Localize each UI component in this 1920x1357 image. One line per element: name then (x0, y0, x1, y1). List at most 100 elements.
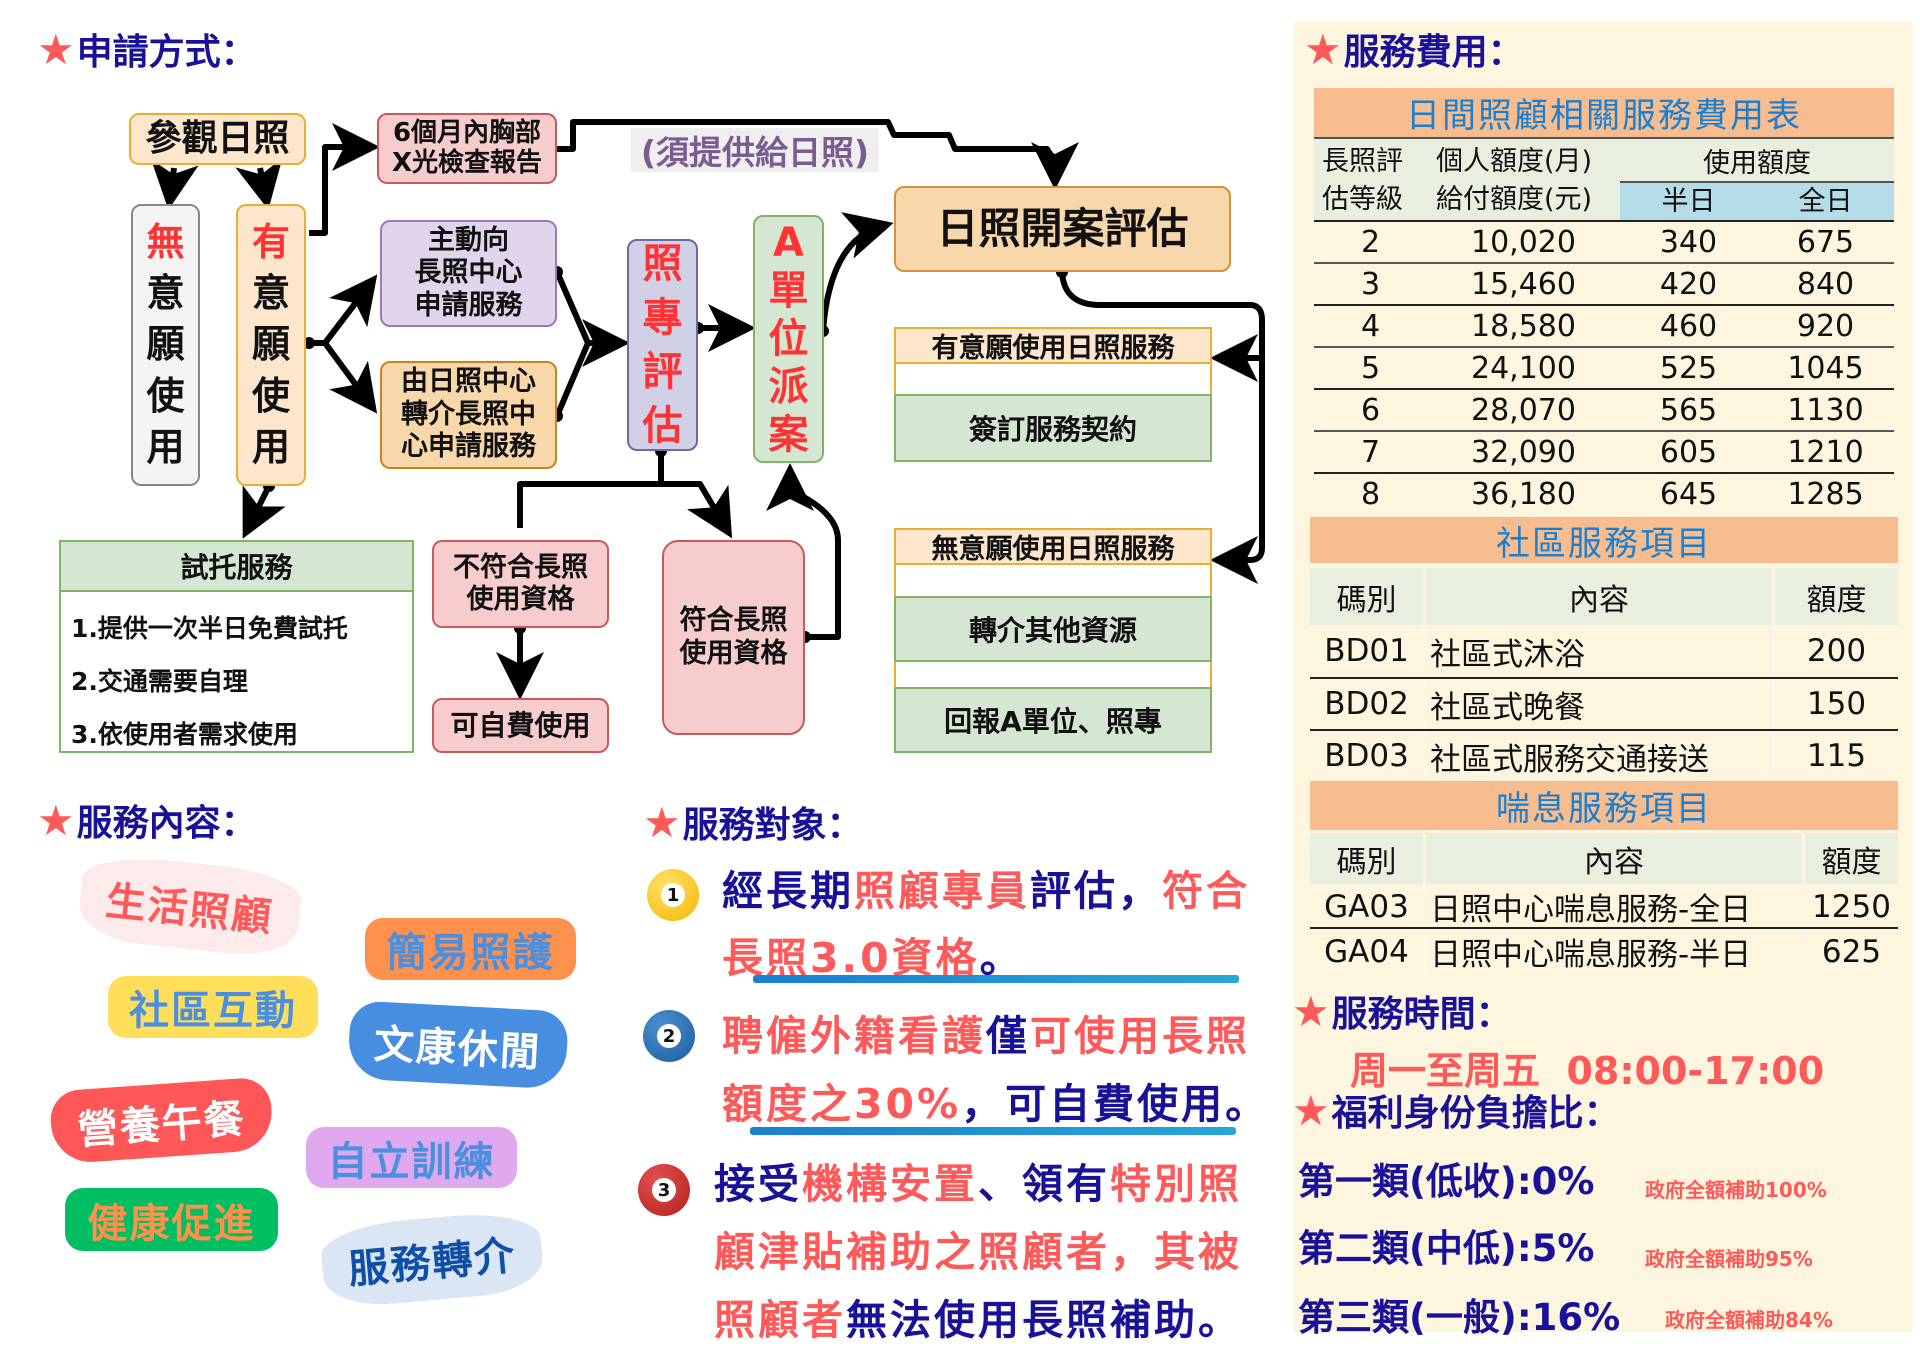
target-line: 經長期照顧專員評估，符合 (722, 857, 1250, 917)
star-icon: ★ (1304, 24, 1342, 74)
community-header-row: 碼別內容額度 (1310, 568, 1898, 625)
open-case-assessment-node: 日照開案評估 (894, 186, 1231, 272)
fee-cell: 7 (1360, 434, 1381, 470)
community-cell: 115 (1772, 731, 1898, 781)
dispatch-char: 派 (768, 364, 809, 410)
respite-header-row: 碼別內容額度 (1310, 833, 1898, 884)
not-eligible-line: 不符合長照 (453, 551, 588, 583)
trial-item: 3.依使用者需求使用 (71, 720, 298, 749)
unwilling-char: 無 (146, 219, 185, 264)
trial-item: 2.交通需要自理 (71, 667, 248, 696)
community-title: 社區服務項目 (1310, 517, 1898, 564)
self-apply-line: 申請服務 (414, 289, 523, 321)
unwilling-char: 使 (146, 373, 185, 418)
fee-cell: 18,580 (1471, 308, 1576, 344)
willing-char: 意 (251, 271, 290, 316)
fee-cell: 840 (1796, 266, 1855, 302)
target-text-segment: 接受 (714, 1160, 802, 1208)
referral-line: 轉介長照中 (401, 398, 536, 430)
col-quota-line: 個人額度(月) (1436, 146, 1593, 177)
eligible-line: 使用資格 (679, 637, 788, 669)
strip-gap (894, 565, 1212, 596)
fee-cell: 3 (1360, 266, 1381, 302)
community-cell: BD01 (1324, 633, 1409, 669)
arrow-opencase-branches (1059, 271, 1265, 584)
trial-service-node: 試托服務 1.提供一次半日免費試托 2.交通需要自理 3.依使用者需求使用 (59, 540, 414, 753)
fee-cell: 6 (1360, 392, 1381, 428)
fee-cell: 15,460 (1471, 266, 1576, 302)
self-apply-line: 主動向 (428, 224, 509, 256)
ball-number: 1 (661, 883, 685, 907)
fee-cell: 525 (1659, 350, 1718, 386)
badge-simple-nursing: 簡易照護 (365, 918, 576, 980)
arrow-willing-selfapply (309, 274, 378, 346)
welfare-note: 政府全額補助95% (1645, 1247, 1813, 1271)
arrow-dispatch-opencase (820, 212, 894, 332)
fee-cell: 10,020 (1471, 224, 1576, 260)
fee-cell: 32,090 (1471, 434, 1576, 470)
referral-line: 心申請服務 (401, 431, 536, 463)
assessment-char: 估 (642, 403, 683, 449)
willing-service-header: 有意願使用日照服務 (894, 327, 1212, 364)
dispatch-char: 單 (768, 268, 809, 314)
arrow-xray-opencase (557, 119, 1079, 190)
xray-line: 6個月內胸部 (392, 117, 542, 148)
arrow-merge-assessment (554, 270, 618, 418)
fee-cell: 5 (1360, 350, 1381, 386)
fees-title-text: 服務費用： (1343, 32, 1524, 73)
xray-report-node: 6個月內胸部 X光檢查報告 (377, 113, 557, 184)
community-cell: BD03 (1324, 738, 1409, 774)
target-line: 長照3.0資格。 (722, 924, 1024, 984)
respite-title: 喘息服務項目 (1310, 781, 1898, 830)
apply-title-text: 申請方式： (76, 32, 257, 73)
star-icon: ★ (1292, 1085, 1330, 1135)
eligible-line: 符合長照 (679, 605, 788, 637)
respite-cell: GA04 (1324, 933, 1409, 970)
star-icon: ★ (1292, 986, 1330, 1036)
target-text-segment: 僅 (986, 1012, 1030, 1060)
fee-table-header: 長照評估等級 個人額度(月)給付額度(元) 使用額度 半日 全日 (1314, 137, 1894, 222)
community-cell: BD02 (1324, 686, 1409, 722)
fees-section-title: ★服務費用： (1304, 24, 1524, 74)
star-icon: ★ (37, 795, 75, 845)
col-quota: 個人額度(月)給付額度(元) (1436, 143, 1592, 219)
divider-bar (753, 975, 1239, 983)
content-section-title: ★服務內容： (37, 795, 257, 845)
arrow-willing-xray (309, 123, 380, 236)
arrow-visit-unwilling (150, 159, 199, 210)
respite-cell: 625 (1802, 929, 1898, 974)
target-line: 額度之30%，可自費使用。 (722, 1070, 1269, 1130)
apply-section-title: ★申請方式： (37, 25, 257, 74)
community-cell: 社區式晚餐 (1423, 679, 1772, 729)
community-cell: 社區式服務交通接送 (1423, 731, 1772, 781)
referral-node: 由日照中心 轉介長照中 心申請服務 (380, 361, 557, 469)
a-unit-dispatch-node: A 單 位 派 案 (753, 215, 824, 463)
target-text-segment: 照顧者 (714, 1296, 846, 1344)
fee-table-title: 日間照顧相關服務費用表 (1314, 88, 1894, 137)
badge-health-promotion: 健康促進 (65, 1188, 278, 1251)
target-text-segment: 顧津貼補助之照顧者，其被 (714, 1228, 1242, 1276)
arrow-assessment-split (517, 451, 726, 528)
welfare-item: 第一類(低收):0% (1298, 1160, 1595, 1203)
number-ball-2-icon: 2 (643, 1010, 695, 1062)
welfare-item: 第二類(中低):5% (1298, 1227, 1595, 1270)
badge-leisure: 文康休閒 (347, 1000, 569, 1090)
fee-cell: 28,070 (1471, 392, 1576, 428)
unwilling-node: 無 意 願 使 用 (131, 204, 200, 486)
arrow-visit-willing (235, 157, 283, 210)
visit-daycare-node: 參觀日照 (129, 113, 306, 165)
willing-char: 用 (251, 424, 290, 469)
self-pay-label: 可自費使用 (450, 708, 591, 742)
fee-cell: 36,180 (1471, 476, 1576, 512)
self-apply-line: 長照中心 (414, 257, 523, 289)
